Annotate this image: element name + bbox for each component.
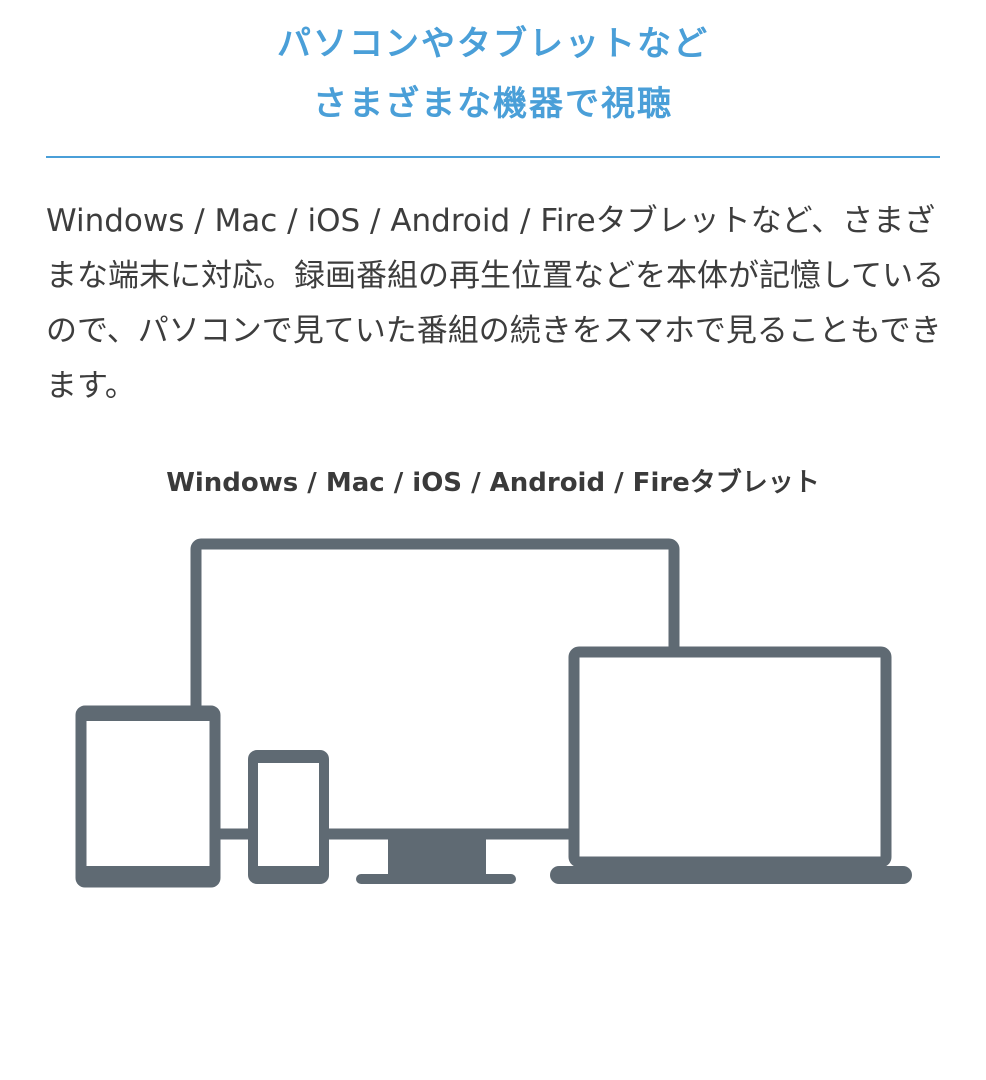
heading-line-1: パソコンやタブレットなど [277, 24, 709, 64]
smartphone-icon [248, 750, 329, 884]
heading-line-2: さまざまな機器で視聴 [313, 84, 673, 124]
figure-caption: Windows / Mac / iOS / Android / Fireタブレッ… [166, 468, 820, 498]
laptop-icon [550, 646, 912, 884]
description-text: Windows / Mac / iOS / Android / Fireタブレッ… [46, 203, 945, 404]
heading-divider [46, 156, 940, 158]
devices-illustration: Windows / Mac / iOS / Android / Fireタブレッ… [60, 455, 926, 915]
tablet-icon [75, 705, 221, 888]
section-heading: パソコンやタブレットなど さまざまな機器で視聴 [46, 14, 940, 134]
devices-graphic [75, 538, 912, 888]
